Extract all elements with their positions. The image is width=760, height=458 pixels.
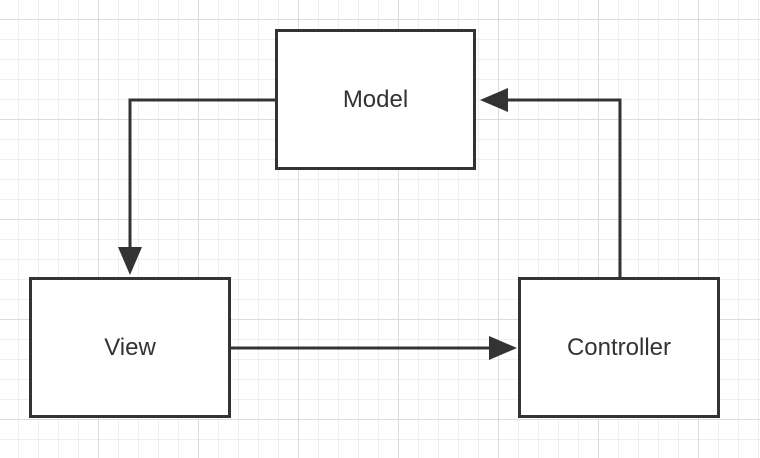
edge-controller-to-model: [480, 88, 622, 277]
edge-controller-to-model-arrowhead: [480, 88, 508, 112]
edge-model-to-view: [118, 98, 275, 275]
node-view-label: View: [104, 333, 156, 361]
node-controller-label: Controller: [566, 333, 672, 361]
node-model-label: Model: [342, 85, 409, 113]
node-controller[interactable]: Controller: [518, 277, 720, 418]
edge-view-to-controller: [231, 336, 517, 360]
edge-model-to-view-line: [128, 98, 275, 250]
edge-view-to-controller-arrowhead: [489, 336, 517, 360]
node-view[interactable]: View: [29, 277, 231, 418]
node-model[interactable]: Model: [275, 29, 476, 170]
edge-model-to-view-arrowhead: [118, 247, 142, 275]
edge-controller-to-model-line: [505, 98, 622, 277]
